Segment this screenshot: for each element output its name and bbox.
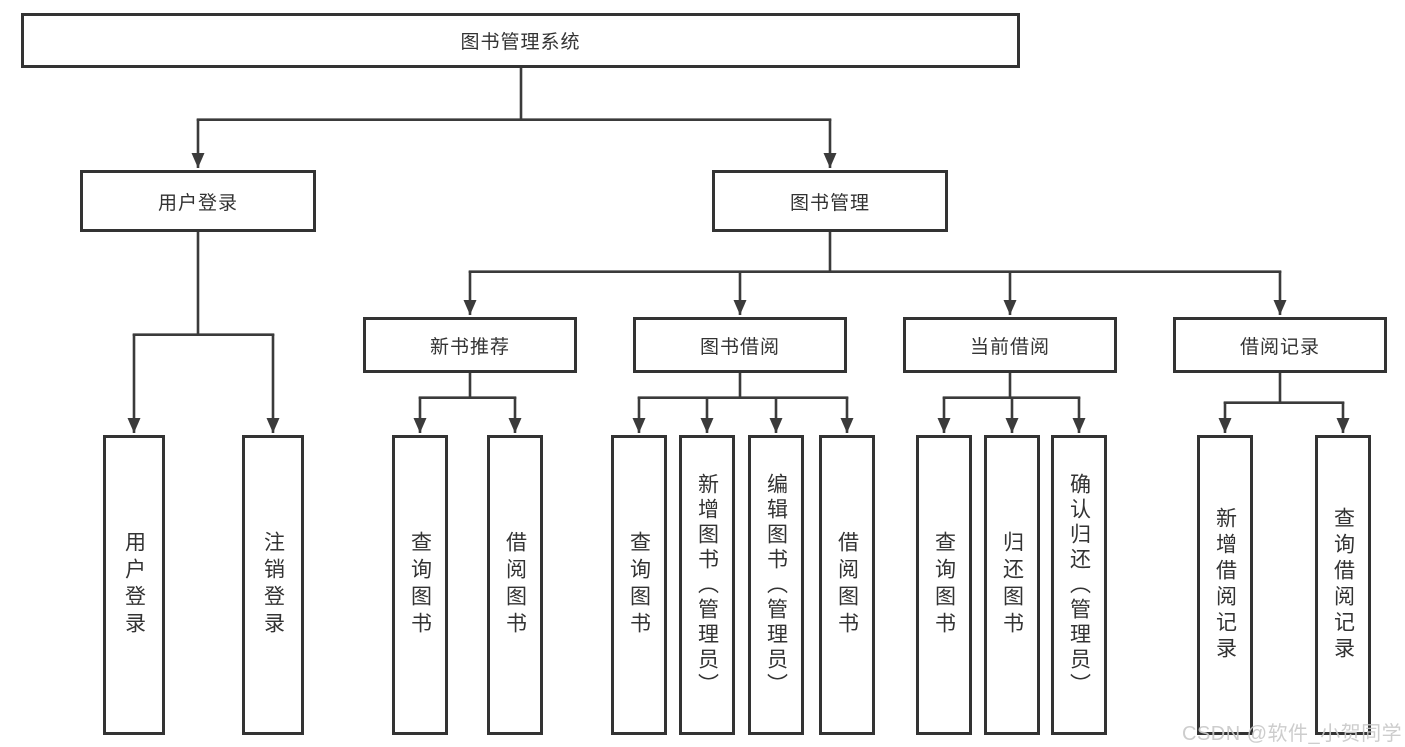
node-book-borrow: 图书借阅 — [633, 317, 847, 373]
edge-borrow-record-children — [1218, 373, 1350, 433]
leaf-return-book: 归还图书 — [984, 435, 1040, 735]
edge-root-to-level2 — [191, 68, 837, 168]
csdn-watermark: CSDN @软件_小贺同学 — [1182, 723, 1403, 745]
node-new-book-recommend: 新书推荐 — [363, 317, 577, 373]
node-current-borrow: 当前借阅 — [903, 317, 1117, 373]
edge-book-borrow-children — [632, 373, 854, 433]
leaf-add-borrow-record: 新增借阅记录 — [1197, 435, 1253, 735]
leaf-add-book-admin: 新增图书（管理员） — [679, 435, 735, 735]
leaf-logout: 注销登录 — [242, 435, 304, 735]
leaf-edit-book-admin: 编辑图书（管理员） — [748, 435, 804, 735]
edge-user-login-children — [127, 232, 280, 433]
leaf-borrow-book: 借阅图书 — [819, 435, 875, 735]
edge-book-mgmt-to-level3 — [463, 232, 1287, 315]
node-borrow-record: 借阅记录 — [1173, 317, 1387, 373]
leaf-user-login: 用户登录 — [103, 435, 165, 735]
leaf-query-book-recommend: 查询图书 — [392, 435, 448, 735]
leaf-query-borrow-record: 查询借阅记录 — [1315, 435, 1371, 735]
edge-new-book-children — [413, 373, 522, 433]
leaf-query-book-current: 查询图书 — [916, 435, 972, 735]
leaf-confirm-return-admin: 确认归还（管理员） — [1051, 435, 1107, 735]
leaf-borrow-book-recommend: 借阅图书 — [487, 435, 543, 735]
node-root-system: 图书管理系统 — [21, 13, 1020, 68]
leaf-query-book-borrow: 查询图书 — [611, 435, 667, 735]
edge-current-borrow-children — [937, 373, 1086, 433]
node-book-management: 图书管理 — [712, 170, 948, 232]
node-user-login: 用户登录 — [80, 170, 316, 232]
